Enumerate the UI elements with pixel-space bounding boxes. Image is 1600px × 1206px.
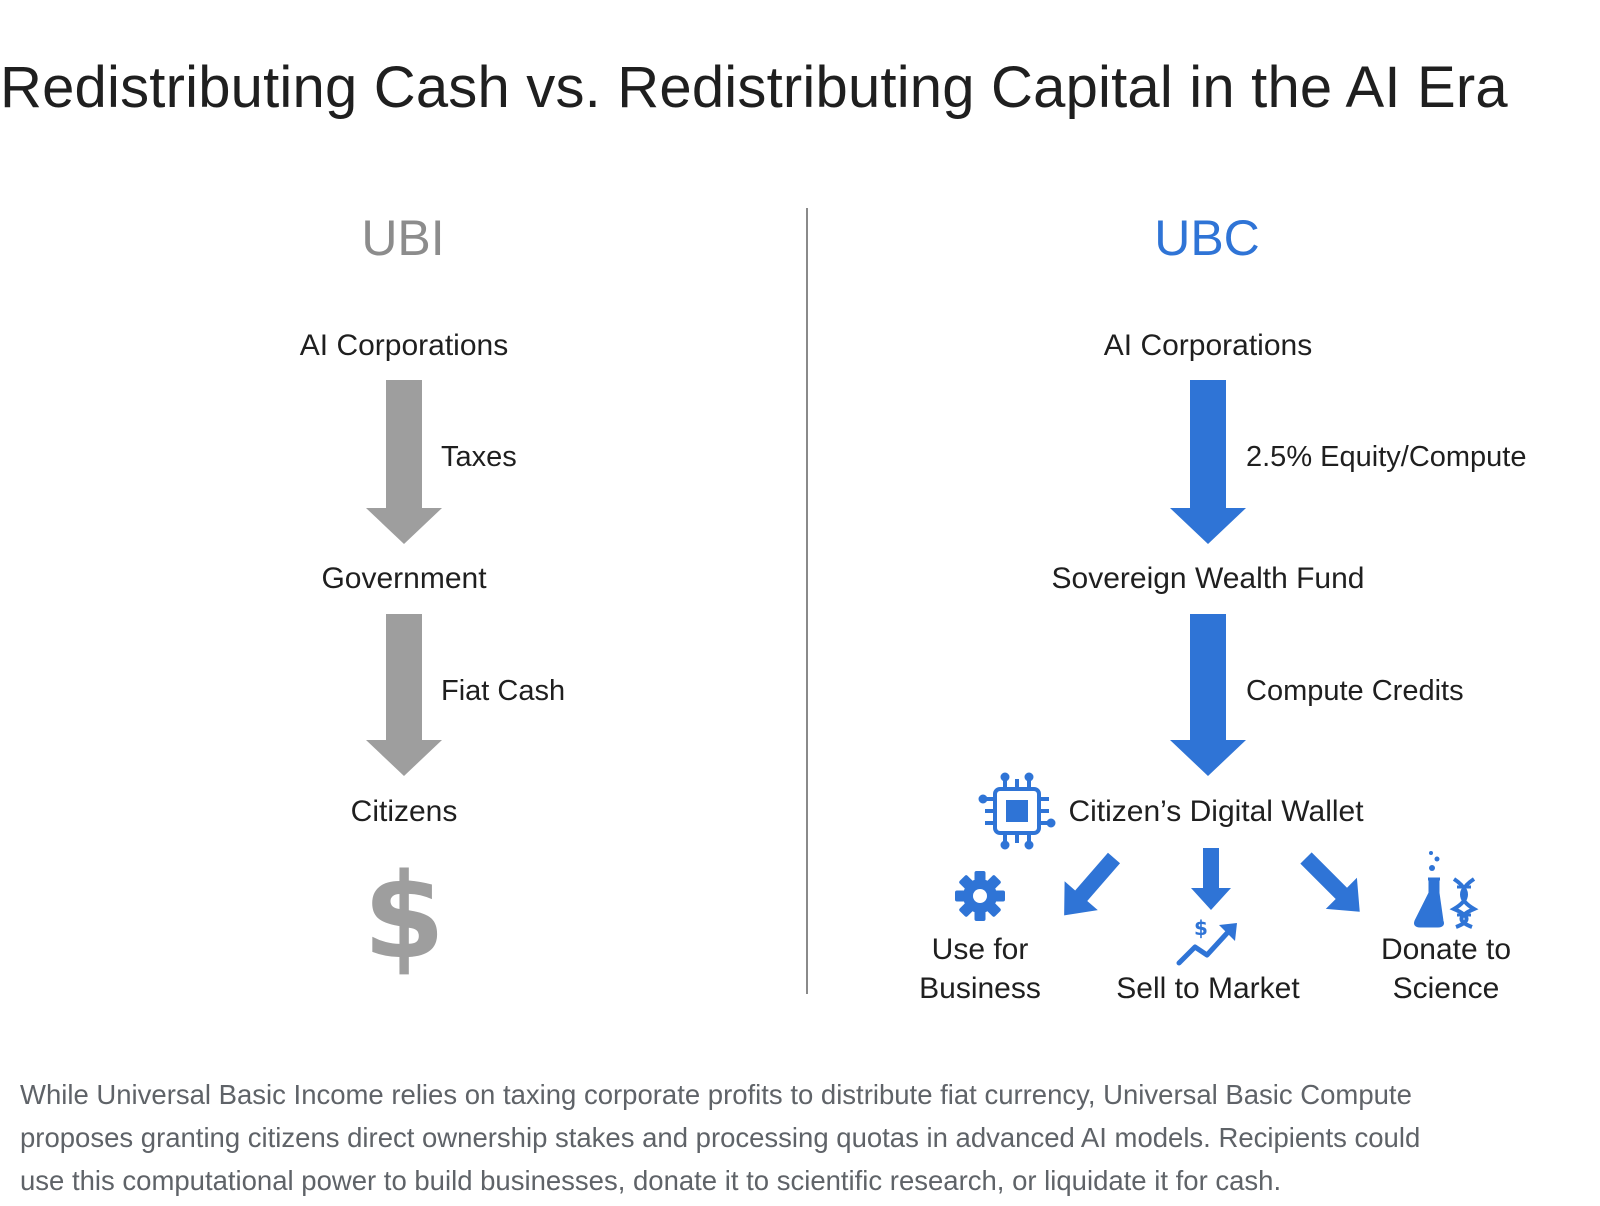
ubc-node-digital-wallet: Citizen’s Digital Wallet [1068, 795, 1364, 828]
outcome-market-line2: Sell to Market [1116, 972, 1300, 1005]
ubc-arrow-equity [1170, 380, 1246, 544]
svg-text:$: $ [1194, 916, 1208, 940]
figure-caption: While Universal Basic Income relies on t… [20, 1073, 1560, 1202]
trending-up-dollar-icon: $ [1176, 916, 1237, 966]
ubi-arrow-taxes [366, 380, 442, 544]
page-title: Redistributing Cash vs. Redistributing C… [0, 55, 1508, 120]
ubi-heading: UBI [361, 210, 445, 266]
ubi-node-government: Government [321, 562, 487, 595]
branch-arrow-science [1300, 852, 1360, 912]
gear-icon [955, 871, 1005, 921]
dollar-sign-icon: $ [363, 847, 445, 985]
outcome-sell-to-market: Sell to Market [1116, 969, 1299, 1008]
outcome-business-line1: Use for [931, 933, 1029, 966]
ubc-edge-equity: 2.5% Equity/Compute [1246, 441, 1527, 473]
outcome-science-line1: Donate to [1380, 933, 1512, 966]
ubi-edge-fiat-cash: Fiat Cash [441, 675, 566, 707]
flask-dna-icon [1414, 851, 1479, 929]
ubi-arrow-fiat-cash [366, 614, 442, 776]
ubi-node-citizens: Citizens [350, 795, 458, 828]
ubi-node-ai-corporations: AI Corporations [299, 329, 509, 362]
outcome-business-line2: Business [919, 972, 1041, 1005]
ubc-heading: UBC [1154, 210, 1260, 266]
column-divider [806, 208, 808, 994]
chip-icon [978, 772, 1056, 850]
ubc-edge-compute-credits: Compute Credits [1246, 675, 1464, 707]
ubc-node-ai-corporations: AI Corporations [1103, 329, 1313, 362]
branch-arrow-market [1191, 848, 1231, 910]
outcome-donate-to-science: Donate to Science [1381, 930, 1511, 1008]
outcome-use-for-business: Use for Business [919, 930, 1041, 1008]
ubi-edge-taxes: Taxes [441, 441, 517, 473]
outcome-science-line2: Science [1392, 972, 1500, 1005]
ubc-node-sovereign-wealth-fund: Sovereign Wealth Fund [1051, 562, 1365, 595]
caption-line: use this computational power to build bu… [20, 1165, 1282, 1196]
ubc-arrow-credits [1170, 614, 1246, 776]
caption-line: While Universal Basic Income relies on t… [20, 1079, 1412, 1110]
caption-line: proposes granting citizens direct owners… [20, 1122, 1421, 1153]
branch-arrow-business [1064, 852, 1121, 916]
